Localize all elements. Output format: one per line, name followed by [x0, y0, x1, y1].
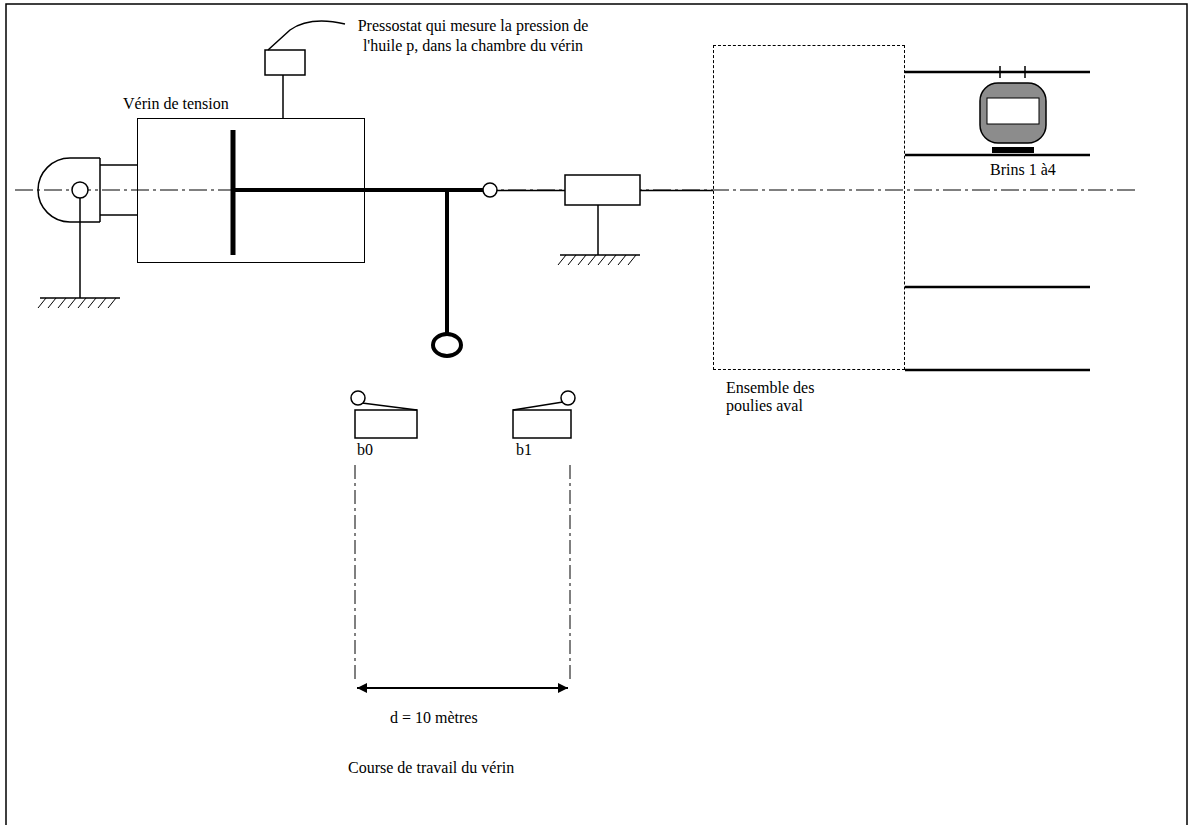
frame	[6, 4, 1187, 825]
support	[597, 205, 599, 255]
clevis	[100, 214, 137, 216]
cabin	[980, 66, 1046, 153]
caption-note: Course de travail du vérin	[348, 758, 608, 778]
support	[79, 198, 81, 298]
piston	[231, 130, 236, 255]
cam-ring	[433, 334, 461, 356]
leader-line	[268, 21, 345, 50]
switch-name: b0	[357, 440, 397, 460]
strand	[905, 286, 1090, 289]
pin-joint	[483, 183, 497, 197]
clevis	[99, 158, 101, 222]
node-label: Ensemble des poulies aval	[726, 379, 846, 416]
extension-line	[570, 465, 571, 682]
pressure-line	[282, 75, 284, 118]
limit-switch	[513, 391, 575, 438]
switch-name: b1	[516, 440, 556, 460]
strands-label: Brins 1 à4	[990, 160, 1100, 180]
guide	[565, 175, 640, 205]
ground	[560, 254, 640, 256]
pressure-switch-label: Pressostat qui mesure la pression de l'h…	[348, 16, 598, 56]
ground	[40, 297, 120, 299]
pulley-group: Ensemble des poulies aval	[713, 45, 905, 370]
cam-arm	[445, 190, 449, 333]
dimension-line	[357, 687, 568, 689]
strand	[905, 71, 1090, 74]
extension-line	[355, 465, 356, 682]
ground-hatch	[38, 298, 116, 308]
strand	[905, 369, 1090, 372]
ground-hatch	[558, 255, 636, 265]
clevis	[100, 164, 137, 166]
dimension-label: d = 10 mètres	[390, 708, 550, 728]
cylinder-body: Vérin de tension	[137, 118, 365, 263]
limit-switch	[351, 391, 417, 438]
pressure-switch	[265, 50, 305, 75]
strand	[905, 154, 1090, 157]
clevis	[38, 158, 100, 222]
pivot	[72, 182, 88, 198]
node-label: Vérin de tension	[123, 95, 303, 113]
